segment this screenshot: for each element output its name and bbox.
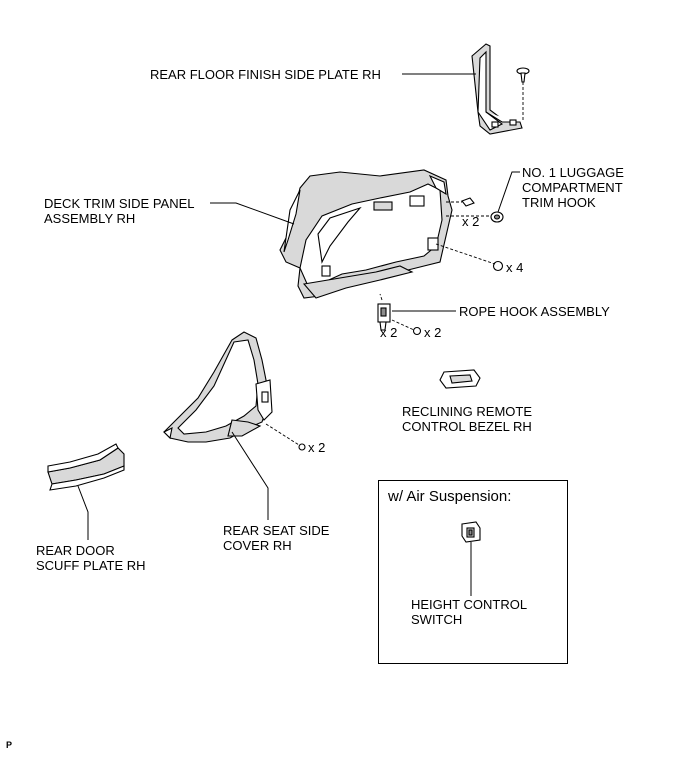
label-reclining-line2: CONTROL BEZEL RH [402, 419, 532, 434]
label-rear-door-line1: REAR DOOR [36, 543, 115, 558]
clip-icon [516, 67, 530, 83]
deck-trim-side-panel [279, 169, 453, 299]
leader-rear-seat [231, 431, 269, 520]
rope-bolt-icon [379, 321, 387, 331]
rear-floor-finish-side-plate [471, 43, 523, 135]
label-luggage-hook-line3: TRIM HOOK [522, 195, 596, 210]
deck-clip-icon [461, 197, 475, 207]
rope-hook-icon [377, 303, 391, 323]
reclining-bezel-icon [439, 369, 481, 389]
qty-rope-clip: x 2 [424, 325, 442, 340]
leader-deck-trim [210, 202, 295, 225]
rope-clip-dash [391, 319, 415, 331]
label-deck-trim-line2: ASSEMBLY RH [44, 211, 136, 226]
leader-luggage-hook [497, 171, 520, 213]
qty-deck-clip: x 2 [462, 214, 480, 229]
label-rear-seat-line2: COVER RH [223, 538, 292, 553]
label-deck-trim-line1: DECK TRIM SIDE PANEL [44, 196, 195, 211]
rope-hook-dash [379, 293, 383, 301]
rear-door-scuff-plate [47, 443, 125, 491]
deck-screw-dash [435, 243, 496, 265]
label-rear-door-line2: SCUFF PLATE RH [36, 558, 146, 573]
qty-deck-screw: x 4 [506, 260, 524, 275]
deck-screw-icon [492, 260, 504, 272]
label-reclining-line1: RECLINING REMOTE [402, 404, 533, 419]
leader-rear-door [77, 485, 89, 540]
luggage-hook-icon [490, 211, 504, 223]
rear-seat-side-cover [163, 331, 273, 443]
qty-rope-bolt: x 2 [380, 325, 398, 340]
label-rear-seat-line1: REAR SEAT SIDE [223, 523, 330, 538]
rope-clip-icon [412, 326, 422, 336]
label-rear-floor-finish: REAR FLOOR FINISH SIDE PLATE RH [150, 67, 381, 82]
figure-code: P [6, 740, 13, 750]
label-height-switch-line1: HEIGHT CONTROL [411, 597, 528, 612]
air-suspension-inset: w/ Air Suspension: [378, 480, 568, 664]
seat-clip-icon [298, 443, 306, 451]
label-rope-hook: ROPE HOOK ASSEMBLY [459, 304, 610, 319]
label-height-switch-line2: SWITCH [411, 612, 463, 627]
label-luggage-hook-line2: COMPARTMENT [522, 180, 623, 195]
inset-title: w/ Air Suspension: [388, 488, 512, 505]
qty-seat-clip: x 2 [308, 440, 326, 455]
label-luggage-hook-line1: NO. 1 LUGGAGE [522, 165, 624, 180]
seat-clip-dash [265, 423, 300, 446]
height-control-switch-icon [461, 521, 481, 543]
